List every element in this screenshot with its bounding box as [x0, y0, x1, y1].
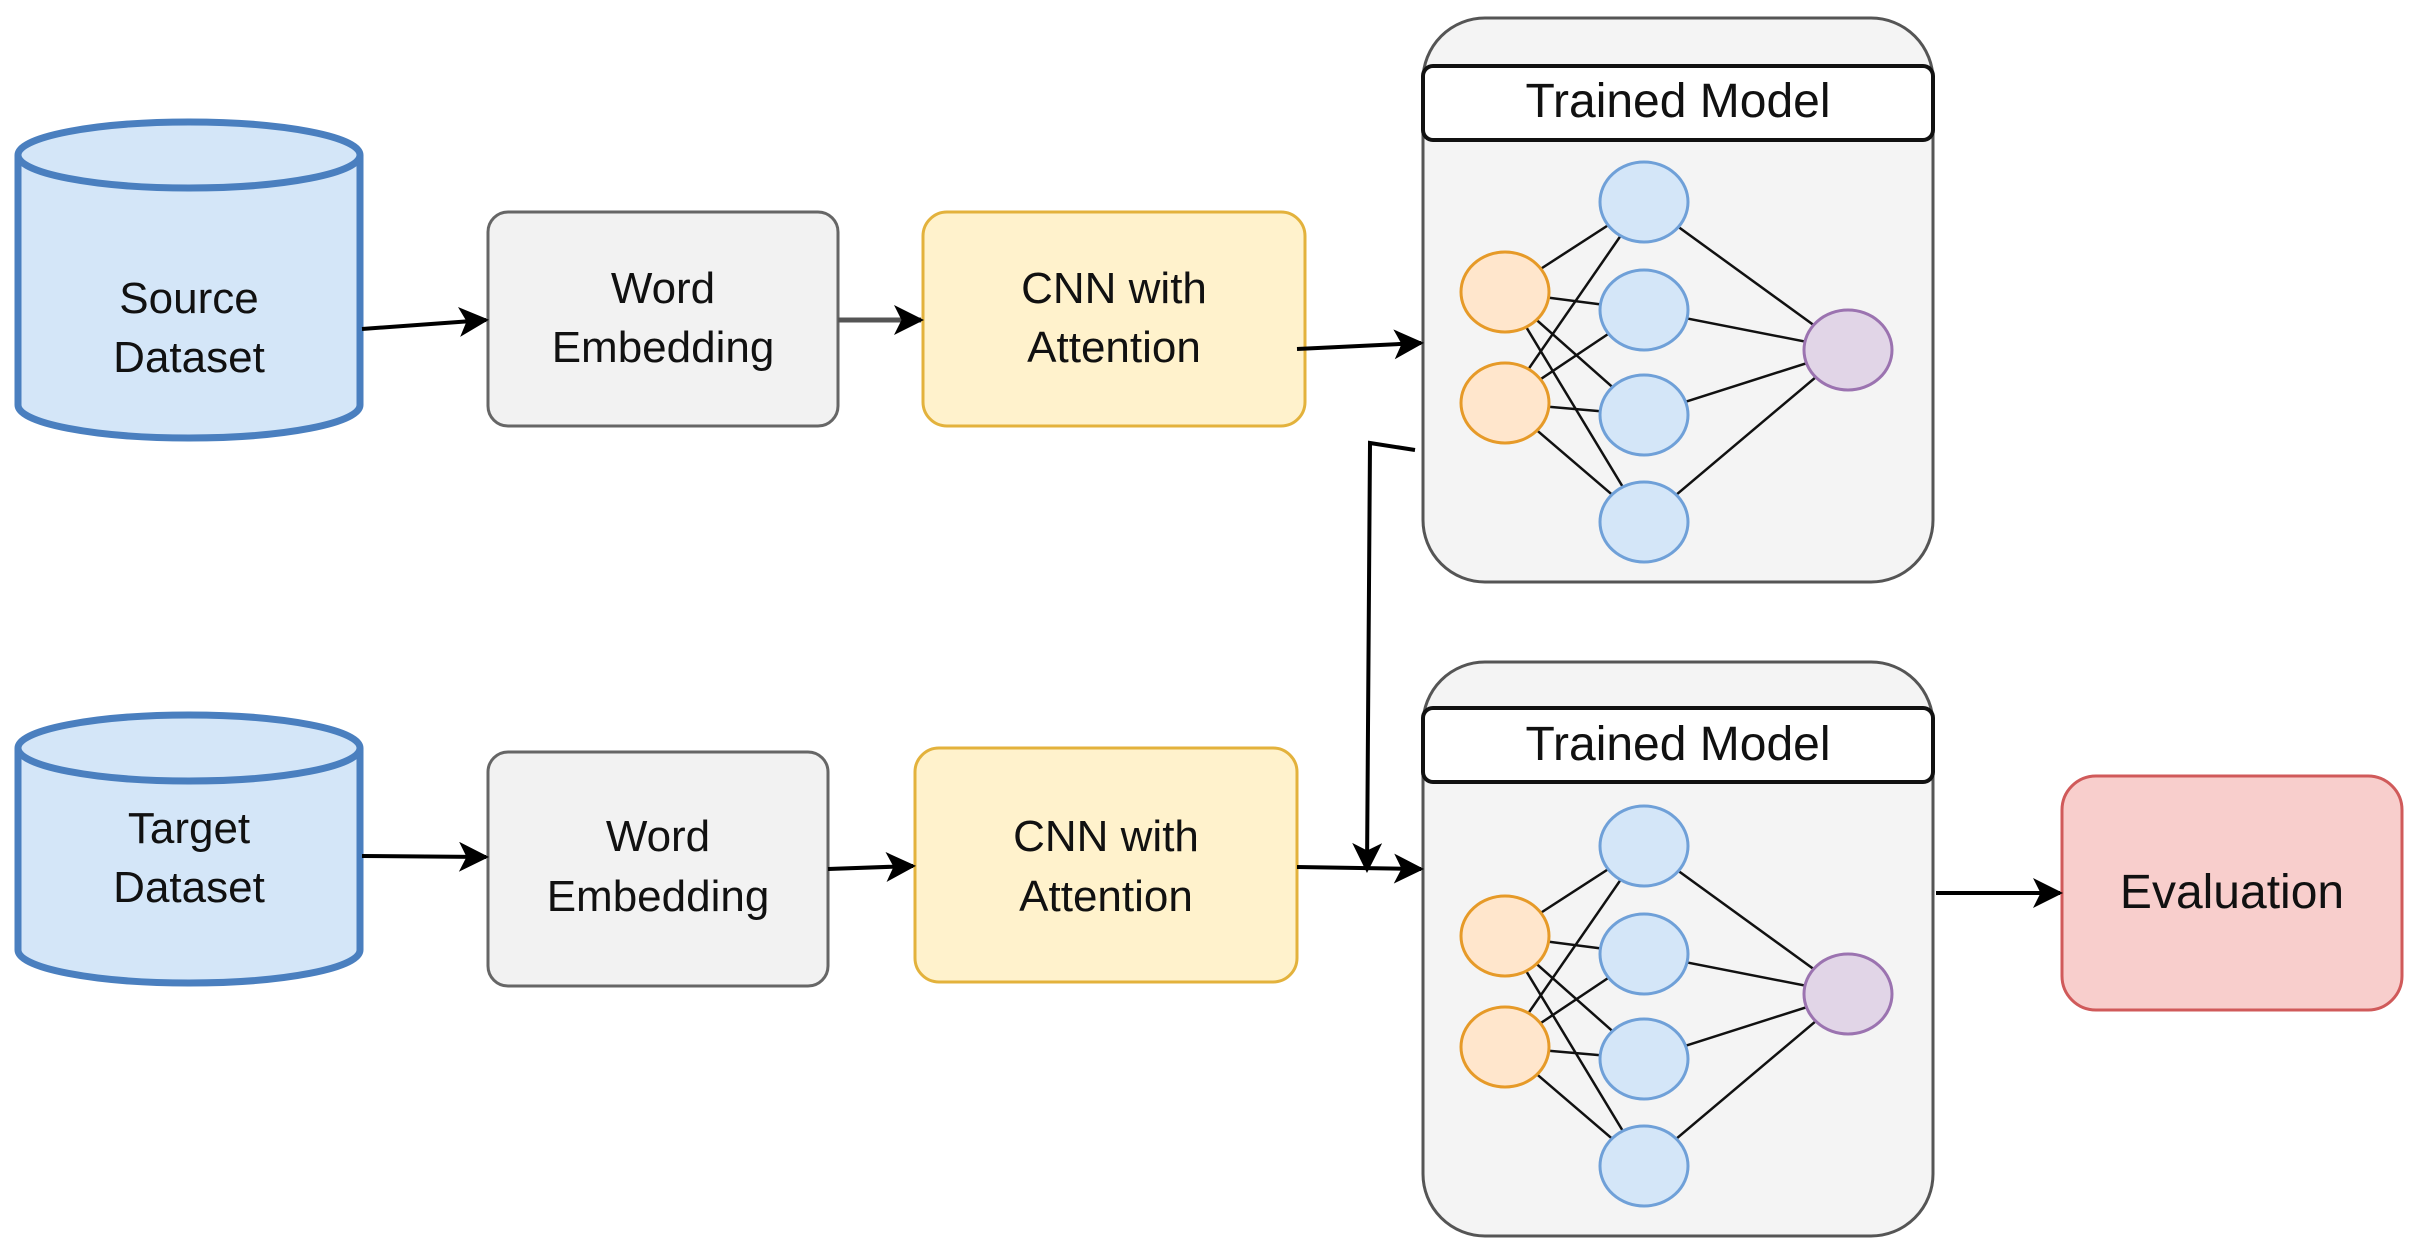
arrow-bottom-embedding-to-cnn — [827, 851, 916, 882]
source-dataset-cylinder-body — [14, 155, 364, 442]
evaluation-box: Evaluation — [2060, 774, 2404, 1012]
evaluation-label: Evaluation — [2120, 866, 2344, 919]
target-dataset-cylinder-top — [14, 711, 364, 785]
top-cnn-attention-line2: Attention — [1027, 323, 1201, 372]
source-dataset: Source Dataset — [14, 118, 364, 442]
arrow-target-to-embedding — [361, 841, 489, 872]
top-nn-hidden-node-2 — [1598, 268, 1690, 352]
top-word-embedding-line2: Embedding — [552, 323, 775, 372]
arrow-top-model-to-bottom-model — [1352, 440, 1416, 873]
top-nn-input-node-1 — [1459, 250, 1551, 334]
source-dataset-label-line2: Dataset — [113, 333, 265, 382]
top-word-embedding-line1: Word — [611, 264, 715, 313]
bottom-nn-hidden-node-1 — [1598, 804, 1690, 888]
top-neural-network-icon — [1459, 160, 1894, 564]
top-nn-edge-h4-out — [1643, 349, 1849, 523]
bottom-nn-input-node-2 — [1459, 1005, 1551, 1089]
target-dataset-label-line2: Dataset — [113, 863, 265, 912]
bottom-nn-hidden-node-2 — [1598, 912, 1690, 996]
target-dataset-cylinder-body — [14, 748, 364, 987]
bottom-word-embedding-line2: Embedding — [547, 872, 770, 921]
bottom-cnn-attention-line2: Attention — [1019, 872, 1193, 921]
top-cnn-attention-line1: CNN with — [1021, 264, 1207, 313]
arrow-bottom-cnn-to-model — [1296, 853, 1424, 884]
source-dataset-label-line1: Source — [119, 274, 258, 323]
connectors — [361, 305, 2063, 908]
bottom-neural-network-icon — [1459, 804, 1894, 1208]
bottom-cnn-attention-line1: CNN with — [1013, 812, 1199, 861]
top-nn-edge-in1-h4 — [1503, 291, 1646, 523]
top-word-embedding-box: Word Embedding — [486, 210, 840, 428]
top-trained-model-title-bar — [1421, 64, 1935, 142]
bottom-trained-model-title: Trained Model — [1525, 718, 1830, 771]
source-dataset-cylinder-top — [14, 118, 364, 192]
bottom-word-embedding-line1: Word — [606, 812, 710, 861]
top-nn-output-node — [1802, 308, 1894, 392]
bottom-nn-edge-h4-out — [1643, 993, 1849, 1167]
bottom-nn-hidden-node-4 — [1598, 1124, 1690, 1208]
top-trained-model-title: Trained Model — [1525, 75, 1830, 128]
bottom-nn-hidden-node-3 — [1598, 1017, 1690, 1101]
arrow-source-to-embedding — [361, 306, 489, 337]
bottom-trained-model: Trained Model — [1421, 660, 1935, 1238]
top-nn-hidden-node-1 — [1598, 160, 1690, 244]
target-dataset: Target Dataset — [14, 711, 364, 987]
top-nn-input-node-2 — [1459, 361, 1551, 445]
bottom-nn-input-node-1 — [1459, 894, 1551, 978]
top-nn-hidden-node-3 — [1598, 373, 1690, 457]
target-dataset-label-line1: Target — [128, 804, 250, 853]
top-nn-hidden-node-4 — [1598, 480, 1690, 564]
bottom-cnn-attention-box: CNN with Attention — [913, 746, 1299, 984]
top-trained-model: Trained Model — [1421, 16, 1935, 584]
bottom-trained-model-title-bar — [1421, 706, 1935, 784]
bottom-word-embedding-box: Word Embedding — [486, 750, 830, 988]
bottom-nn-output-node — [1802, 952, 1894, 1036]
bottom-nn-edge-in1-h4 — [1503, 935, 1646, 1167]
top-cnn-attention-box: CNN with Attention — [921, 210, 1307, 428]
arrow-top-cnn-to-model — [1296, 329, 1424, 360]
